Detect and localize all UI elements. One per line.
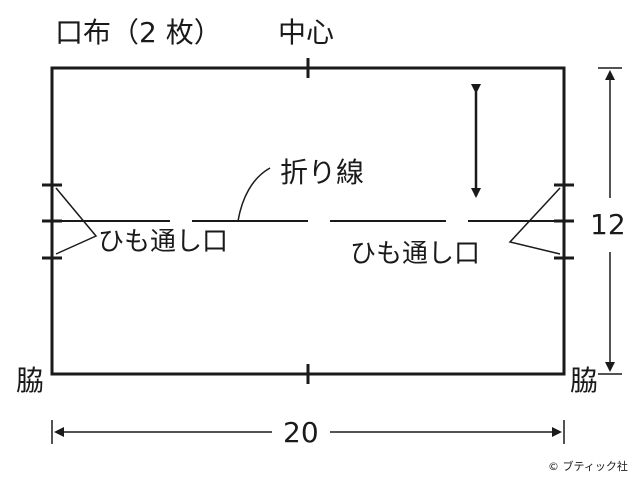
width-dimension <box>51 420 565 444</box>
side-label-left: 脇 <box>16 364 44 397</box>
title-label: 口布（2 枚） <box>55 16 222 49</box>
drawstring-leader-right <box>508 187 561 255</box>
drawstring-opening-label-right: ひも通し口 <box>350 239 480 269</box>
left-side-ticks <box>42 183 62 260</box>
copyright-text: © ブティック社 <box>548 459 628 473</box>
fold-line-label: 折り線 <box>280 156 364 189</box>
height-dimension <box>598 67 622 375</box>
fold-line-leader <box>237 167 271 222</box>
height-value: 12 <box>590 208 626 241</box>
right-side-ticks <box>554 183 574 260</box>
drawstring-leader-left <box>55 187 98 255</box>
side-label-right: 脇 <box>570 364 598 397</box>
drawstring-opening-label-left: ひも通し口 <box>98 227 228 257</box>
width-value: 20 <box>283 416 319 449</box>
center-label: 中心 <box>278 16 334 49</box>
